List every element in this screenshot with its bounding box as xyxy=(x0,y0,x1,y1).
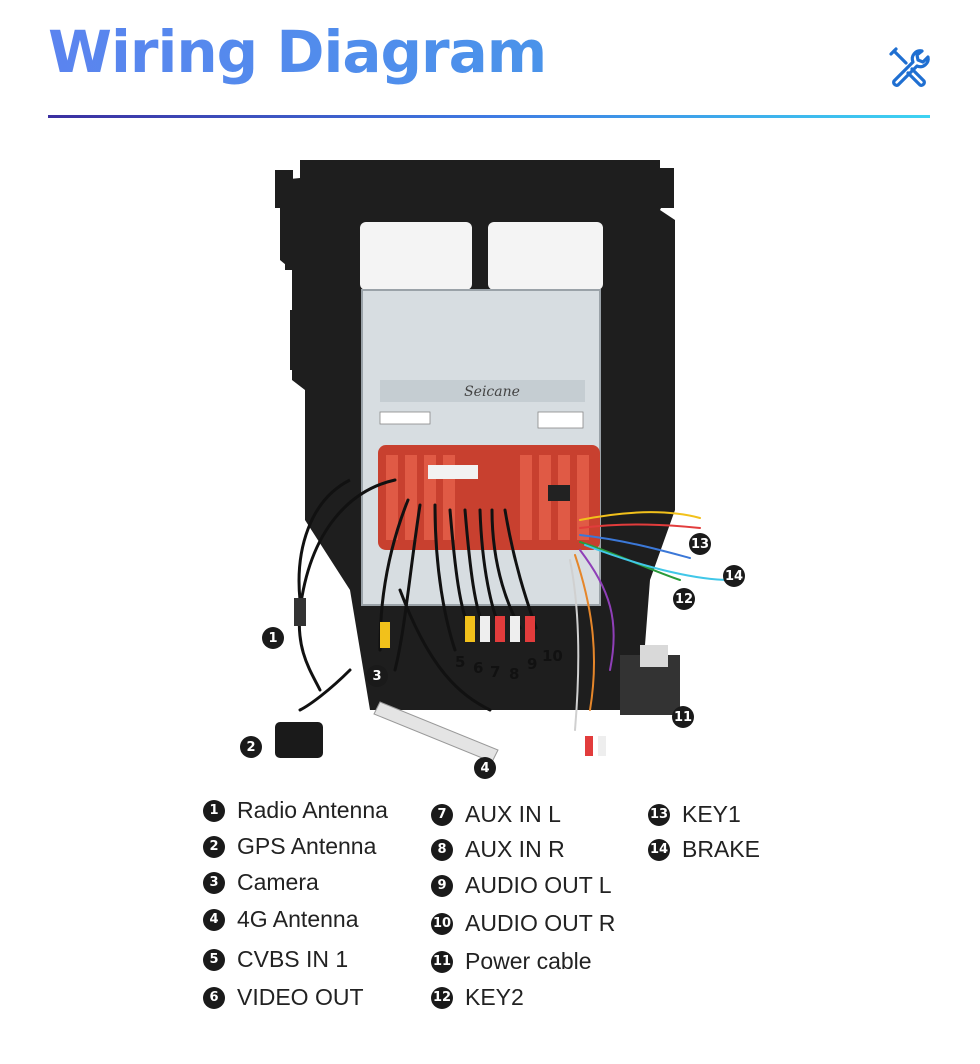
tools-icon xyxy=(889,47,930,87)
label-sticker-right xyxy=(537,411,584,429)
legend-number: 2 xyxy=(203,835,225,858)
legend-label: KEY2 xyxy=(465,984,524,1010)
legend-label: KEY1 xyxy=(682,801,741,827)
legend-item: 10 AUDIO OUT R xyxy=(431,910,615,937)
radio-antenna-plug xyxy=(294,598,306,626)
legend-label: 4G Antenna xyxy=(237,906,359,932)
legend-item: 7 AUX IN L xyxy=(431,801,561,828)
legend-label: AUDIO OUT R xyxy=(465,910,616,936)
frame-window-right xyxy=(488,222,603,290)
legend-number: 6 xyxy=(203,986,225,1009)
legend-number: 8 xyxy=(431,838,453,861)
legend-number: 9 xyxy=(431,874,453,897)
head-unit-photo: Seicane xyxy=(275,160,731,763)
legend-item: 13 KEY1 xyxy=(648,801,741,828)
legend-number: 12 xyxy=(431,986,453,1009)
side-connector xyxy=(548,485,570,501)
legend-item: 8 AUX IN R xyxy=(431,836,565,863)
brand-logo: Seicane xyxy=(464,384,520,400)
legend-number: 11 xyxy=(431,950,453,973)
callout-11: 11 xyxy=(672,706,694,728)
legend-label: Radio Antenna xyxy=(237,797,388,823)
legend-item: 3 Camera xyxy=(203,869,319,896)
callout-2: 2 xyxy=(240,736,262,758)
callout-4: 4 xyxy=(474,757,496,779)
legend-item: 14 BRAKE xyxy=(648,836,760,863)
legend-number: 1 xyxy=(203,799,225,822)
legend-label: GPS Antenna xyxy=(237,833,377,859)
legend-label: CVBS IN 1 xyxy=(237,946,349,972)
callout-7: 7 xyxy=(490,663,501,681)
legend-item: 2 GPS Antenna xyxy=(203,833,376,860)
center-connector xyxy=(428,465,478,479)
legend-item: 1 Radio Antenna xyxy=(203,797,388,824)
callout-14: 14 xyxy=(723,565,745,587)
chassis-band xyxy=(380,380,585,402)
callout-1: 1 xyxy=(262,627,284,649)
legend-label: AUDIO OUT L xyxy=(465,872,612,898)
legend-number: 13 xyxy=(648,803,670,826)
4g-antenna-stick xyxy=(373,701,499,763)
legend-number: 3 xyxy=(203,871,225,894)
callout-9: 9 xyxy=(527,655,538,673)
callout-12: 12 xyxy=(673,588,695,610)
legend-label: AUX IN L xyxy=(465,801,561,827)
callout-13: 13 xyxy=(689,533,711,555)
legend-label: VIDEO OUT xyxy=(237,984,364,1010)
legend-item: 12 KEY2 xyxy=(431,984,524,1011)
callout-5: 5 xyxy=(455,653,466,671)
legend-label: Camera xyxy=(237,869,319,895)
callout-10: 10 xyxy=(542,647,563,665)
legend-number: 10 xyxy=(431,912,453,935)
legend-number: 14 xyxy=(648,838,670,861)
title-underline xyxy=(48,115,930,118)
legend-label: BRAKE xyxy=(682,836,760,862)
legend-item: 11 Power cable xyxy=(431,948,592,975)
legend-item: 9 AUDIO OUT L xyxy=(431,872,612,899)
legend-item: 4 4G Antenna xyxy=(203,906,359,933)
legend-item: 6 VIDEO OUT xyxy=(203,984,364,1011)
page-title: Wiring Diagram xyxy=(48,18,547,86)
legend-label: AUX IN R xyxy=(465,836,565,862)
legend-number: 5 xyxy=(203,948,225,971)
gps-antenna-puck xyxy=(275,722,323,758)
callout-6: 6 xyxy=(473,659,484,677)
rca-plugs xyxy=(380,616,606,756)
legend-number: 7 xyxy=(431,803,453,826)
callout-3: 3 xyxy=(366,665,388,687)
frame-window-left xyxy=(360,222,472,290)
label-sticker-left xyxy=(379,411,431,425)
callout-8: 8 xyxy=(509,665,520,683)
legend-label: Power cable xyxy=(465,948,592,974)
legend-number: 4 xyxy=(203,908,225,931)
legend-item: 5 CVBS IN 1 xyxy=(203,946,348,973)
